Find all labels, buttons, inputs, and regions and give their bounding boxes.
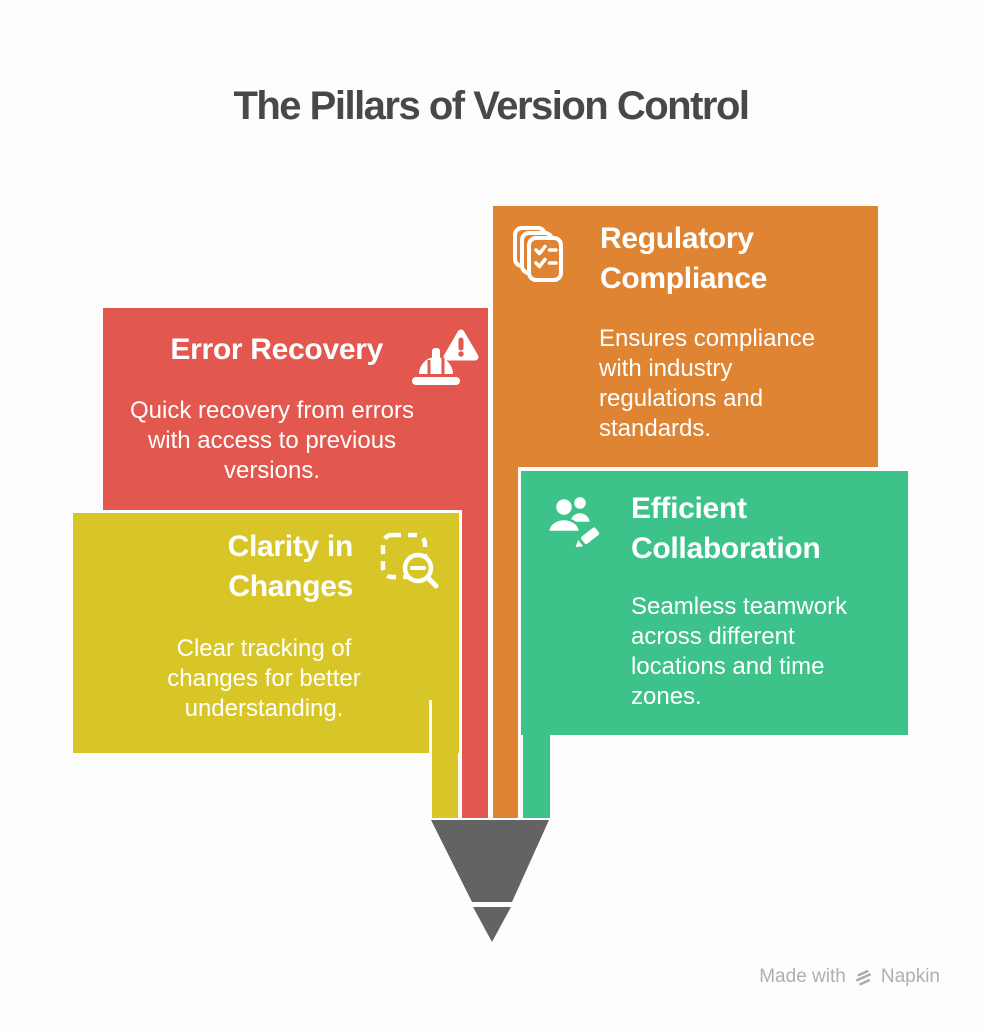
card-regulatory-compliance: Regulatory Compliance Ensures compliance… — [493, 206, 878, 467]
card-title: Error Recovery — [170, 333, 383, 366]
card-body: Clear tracking of changes for better und… — [167, 635, 361, 722]
pencil-tip — [431, 820, 549, 942]
card-efficient-collaboration: Efficient Collaboration Seamless teamwor… — [521, 471, 908, 735]
card-title: Regulatory Compliance — [600, 222, 768, 295]
pencil-stripe-orange — [493, 430, 518, 818]
card-error-recovery: Error Recovery Quick recovery from error… — [103, 308, 488, 510]
compliance-documents-icon — [512, 225, 568, 283]
zoom-selection-icon — [380, 532, 440, 592]
card-body: Ensures compliance with industry regulat… — [599, 325, 816, 442]
pencil-stripe-red — [462, 460, 488, 818]
made-with-text: Made with — [759, 966, 846, 987]
card-title: Efficient Collaboration — [631, 492, 821, 565]
card-body: Seamless teamwork across different locat… — [631, 593, 848, 710]
card-clarity-in-changes: Clarity in Changes Clear tracking of cha… — [73, 513, 459, 753]
page-title: The Pillars of Version Control — [233, 84, 750, 128]
team-pencil-icon — [545, 492, 605, 552]
napkin-logo-icon — [855, 969, 871, 985]
brand-text: Napkin — [880, 966, 940, 987]
hard-hat-warning-icon — [410, 326, 480, 392]
pencil-stripe-yellow — [429, 700, 458, 818]
card-body: Quick recovery from errors with access t… — [129, 397, 415, 484]
card-title: Clarity in Changes — [227, 530, 354, 603]
made-with-napkin: Made with Napkin — [759, 966, 940, 988]
